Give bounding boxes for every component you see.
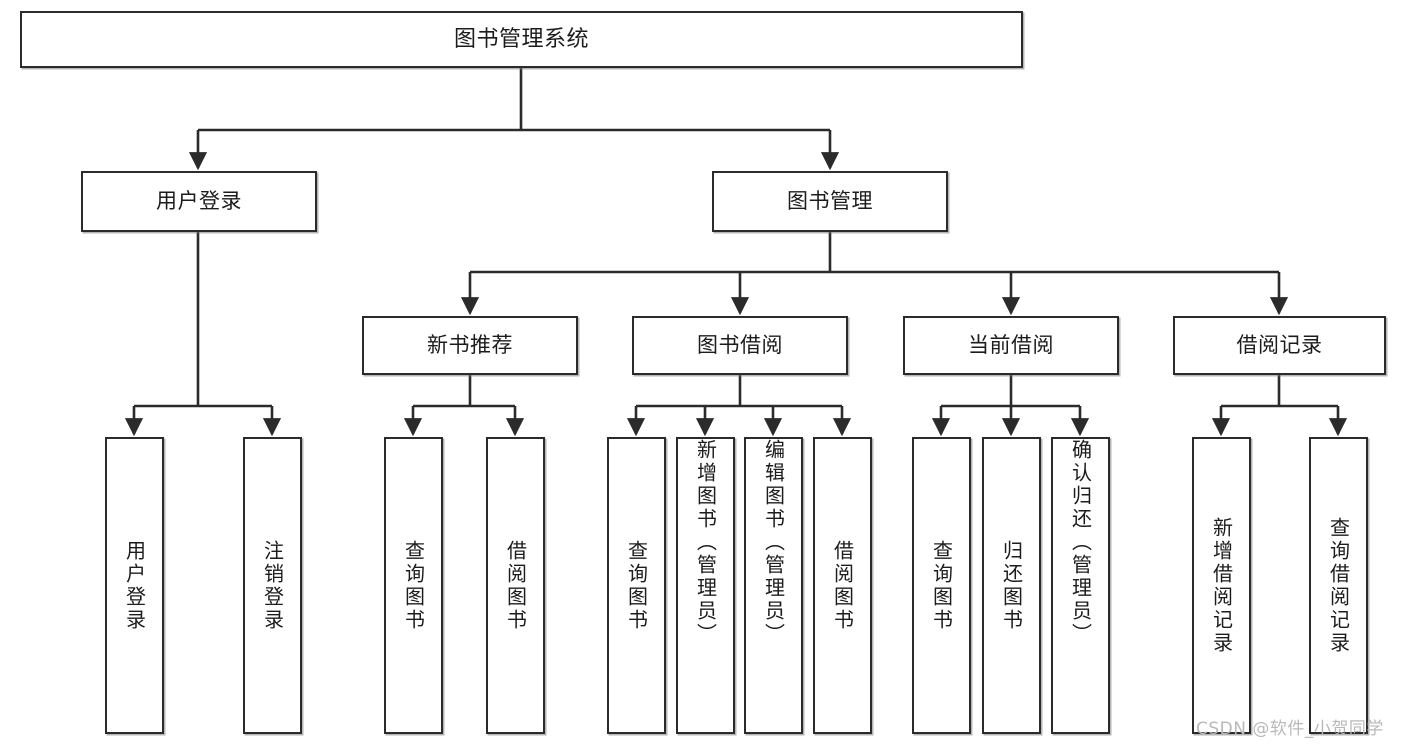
node-leaf-query-book-3[interactable]: 查询图书 xyxy=(912,437,971,734)
node-leaf-query-record-label: 查询借阅记录 xyxy=(1326,516,1351,655)
node-leaf-edit-book-label: 编辑图书（管理员） xyxy=(761,439,786,646)
node-leaf-add-book[interactable]: 新增图书（管理员） xyxy=(676,437,735,734)
node-current-borrow-label: 当前借阅 xyxy=(968,333,1054,358)
node-leaf-confirm-return[interactable]: 确认归还（管理员） xyxy=(1051,437,1110,734)
node-leaf-query-book-3-label: 查询图书 xyxy=(929,539,954,632)
node-current-borrow[interactable]: 当前借阅 xyxy=(903,316,1119,375)
node-new-book-recommend[interactable]: 新书推荐 xyxy=(362,316,578,375)
node-leaf-query-book-1[interactable]: 查询图书 xyxy=(384,437,443,734)
node-root-label: 图书管理系统 xyxy=(453,26,589,52)
node-leaf-query-book-2-label: 查询图书 xyxy=(624,539,649,632)
node-leaf-confirm-return-label: 确认归还（管理员） xyxy=(1068,439,1093,646)
csdn-watermark: CSDN @软件_小贺同学 xyxy=(1196,719,1384,739)
node-leaf-user-login[interactable]: 用户登录 xyxy=(105,437,164,734)
node-leaf-add-book-label: 新增图书（管理员） xyxy=(693,439,718,646)
node-leaf-borrow-book-2[interactable]: 借阅图书 xyxy=(813,437,872,734)
node-leaf-logout-login[interactable]: 注销登录 xyxy=(243,437,302,734)
node-leaf-logout-login-label: 注销登录 xyxy=(260,539,285,632)
node-leaf-query-book-2[interactable]: 查询图书 xyxy=(607,437,666,734)
node-root[interactable]: 图书管理系统 xyxy=(20,11,1023,68)
node-book-borrow[interactable]: 图书借阅 xyxy=(632,316,848,375)
node-leaf-return-book[interactable]: 归还图书 xyxy=(982,437,1041,734)
node-new-book-recommend-label: 新书推荐 xyxy=(427,333,513,358)
node-borrow-record[interactable]: 借阅记录 xyxy=(1173,316,1386,375)
node-leaf-borrow-book-2-label: 借阅图书 xyxy=(830,539,855,632)
node-leaf-user-login-label: 用户登录 xyxy=(122,539,147,632)
node-leaf-add-record-label: 新增借阅记录 xyxy=(1209,516,1234,655)
node-book-manage[interactable]: 图书管理 xyxy=(712,171,948,232)
node-leaf-query-record[interactable]: 查询借阅记录 xyxy=(1309,437,1368,734)
node-book-borrow-label: 图书借阅 xyxy=(697,333,783,358)
node-borrow-record-label: 借阅记录 xyxy=(1236,333,1323,358)
node-leaf-borrow-book-1[interactable]: 借阅图书 xyxy=(486,437,545,734)
node-leaf-edit-book[interactable]: 编辑图书（管理员） xyxy=(744,437,803,734)
node-user-login-label: 用户登录 xyxy=(156,189,242,214)
node-leaf-add-record[interactable]: 新增借阅记录 xyxy=(1192,437,1251,734)
node-leaf-query-book-1-label: 查询图书 xyxy=(401,539,426,632)
node-user-login[interactable]: 用户登录 xyxy=(81,171,317,232)
node-leaf-return-book-label: 归还图书 xyxy=(999,539,1024,632)
node-book-manage-label: 图书管理 xyxy=(787,189,873,214)
node-leaf-borrow-book-1-label: 借阅图书 xyxy=(503,539,528,632)
